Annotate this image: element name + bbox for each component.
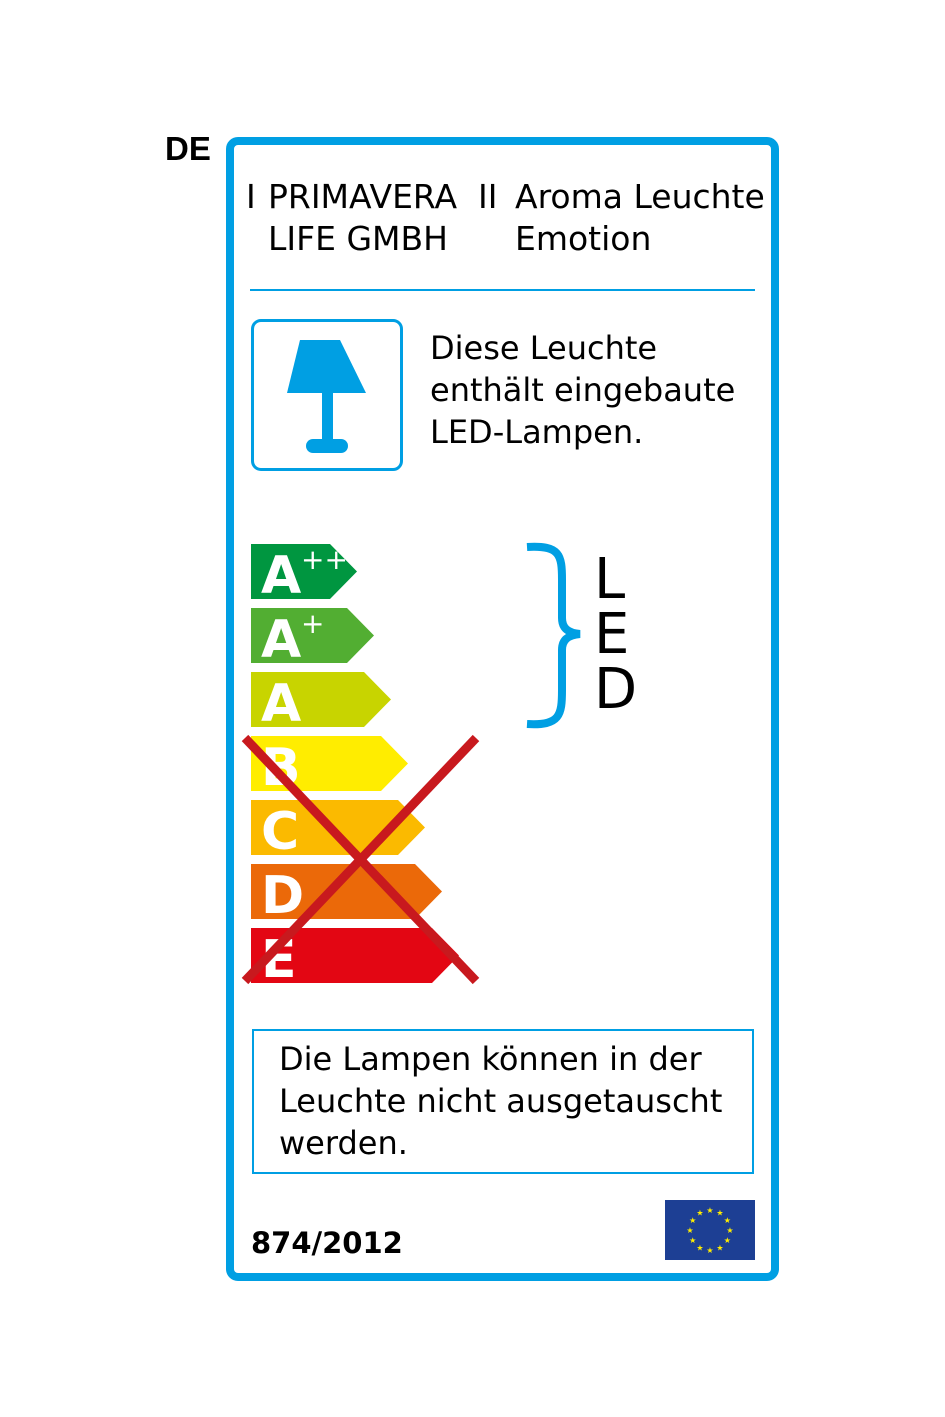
energy-class-bar bbox=[251, 608, 374, 663]
supplier-name-line1: PRIMAVERA bbox=[268, 177, 458, 216]
luminaire-icon-box bbox=[251, 319, 403, 471]
statement-line: Diese Leuchte bbox=[430, 329, 658, 367]
energy-class-bar bbox=[251, 736, 408, 791]
statement-line: LED-Lampen. bbox=[430, 413, 644, 451]
notice-line: werden. bbox=[279, 1124, 408, 1162]
model-name-line2: Emotion bbox=[515, 219, 652, 258]
eu-flag-icon: ★★★★★★★★★★★★ bbox=[665, 1200, 755, 1260]
energy-class-bar bbox=[251, 672, 391, 727]
model-name-line1: Aroma Leuchte bbox=[515, 177, 765, 216]
notice-box bbox=[252, 1029, 754, 1174]
eu-star-icon: ★ bbox=[724, 1216, 731, 1225]
header-divider bbox=[250, 289, 755, 291]
eu-flag-background bbox=[665, 1200, 755, 1260]
energy-class-label: A bbox=[261, 674, 301, 734]
eu-star-icon: ★ bbox=[689, 1216, 696, 1225]
statement-line: enthält eingebaute bbox=[430, 371, 736, 409]
label-frame bbox=[226, 137, 779, 1281]
model-marker: II bbox=[478, 177, 498, 216]
eu-star-icon: ★ bbox=[716, 1243, 723, 1252]
energy-class-label: A bbox=[261, 546, 301, 606]
energy-class-bar bbox=[251, 864, 442, 919]
brace-icon bbox=[526, 542, 581, 729]
eu-star-icon: ★ bbox=[686, 1226, 693, 1235]
eu-star-icon: ★ bbox=[689, 1236, 696, 1245]
eu-star-icon: ★ bbox=[696, 1243, 703, 1252]
regulation-number: 874/2012 bbox=[251, 1226, 403, 1260]
lamp-type-letter: L bbox=[594, 547, 626, 612]
energy-class-label: A bbox=[261, 610, 301, 670]
eu-star-icon: ★ bbox=[716, 1209, 723, 1218]
language-code: DE bbox=[165, 130, 211, 167]
eu-star-icon: ★ bbox=[706, 1246, 713, 1255]
table-lamp-icon bbox=[287, 340, 366, 453]
eu-star-icon: ★ bbox=[706, 1206, 713, 1215]
energy-class-label: C bbox=[261, 802, 299, 862]
lamp-type-led: L E D bbox=[594, 547, 638, 722]
supplier-name-line2: LIFE GMBH bbox=[268, 219, 448, 258]
energy-class-superscript: ++ bbox=[301, 543, 348, 576]
cross-line bbox=[241, 734, 480, 985]
lamp-type-letter: E bbox=[594, 602, 630, 667]
notice-line: Die Lampen können in der bbox=[279, 1040, 702, 1078]
energy-class-label: D bbox=[261, 866, 304, 926]
eu-star-icon: ★ bbox=[724, 1236, 731, 1245]
energy-class-bar bbox=[251, 544, 357, 599]
eu-star-icon: ★ bbox=[726, 1226, 733, 1235]
lamp-type-letter: D bbox=[594, 657, 638, 722]
energy-class-superscript: + bbox=[301, 607, 324, 640]
notice-line: Leuchte nicht ausgetauscht bbox=[279, 1082, 723, 1120]
energy-class-bar bbox=[251, 928, 459, 983]
supplier-marker: I bbox=[246, 177, 256, 216]
eu-star-icon: ★ bbox=[696, 1209, 703, 1218]
